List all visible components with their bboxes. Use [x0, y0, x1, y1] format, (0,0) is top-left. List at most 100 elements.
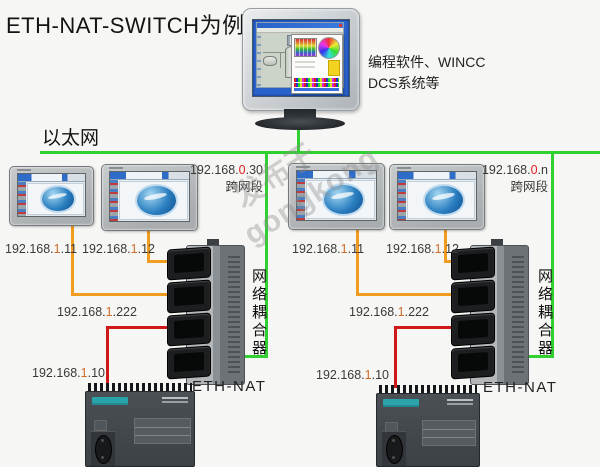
selected-color-swatch: [328, 60, 340, 76]
plc-terminal-comb: [379, 385, 477, 394]
ip-suffix: .11: [347, 242, 365, 256]
ip-suffix: .11: [60, 242, 78, 256]
hmi-globe-graphic: [324, 184, 364, 215]
ethernet-label: 以太网: [42, 128, 100, 149]
hmi-panel-right-2: [389, 164, 485, 230]
left-plc-wire-vertical: [106, 326, 109, 388]
coupler-port-4: [167, 345, 211, 380]
right-plc-ip: 192.168.1.10: [316, 368, 389, 382]
right-hmi2-wire-vertical: [444, 228, 447, 263]
engineering-pc-monitor: [240, 6, 362, 130]
plc-label-band: [133, 418, 191, 444]
color-strip: [294, 78, 339, 82]
hmi-toolbar: [398, 172, 476, 180]
scada-tool-palette: [257, 33, 261, 87]
plc-dsub-panel: [382, 431, 406, 466]
close-icon: [339, 24, 342, 27]
left-cross-ip: 192.168.0.30: [185, 162, 263, 179]
hmi-bezel-marking: [296, 166, 310, 168]
right-coupler-label: 网络耦合器: [536, 268, 553, 358]
ip-prefix: 192.168.: [82, 242, 131, 256]
right-plc-wire-horizontal: [394, 326, 466, 329]
hmi-toolbar: [297, 171, 376, 179]
plc-body: [85, 391, 195, 467]
color-strip: [294, 83, 339, 87]
hmi-display-area: [119, 181, 188, 220]
left-plc: [85, 383, 195, 467]
ip-octet-highlight: 1: [397, 305, 405, 319]
hmi-globe-graphic: [137, 185, 177, 216]
right-cross-ip: 192.168.0.n: [470, 162, 548, 179]
ip-octet-highlight: 1: [80, 366, 88, 380]
ip-suffix: .222: [404, 305, 429, 319]
left-hmi2-ip: 192.168.1.12: [82, 242, 155, 256]
right-hmi2-ip: 192.168.1.12: [386, 242, 459, 256]
ip-prefix: 192.168.: [316, 368, 365, 382]
hmi-display-area: [27, 183, 84, 215]
color-wheel: [318, 37, 340, 59]
ip-prefix: 192.168.: [5, 242, 54, 256]
ethernet-bus-line: [40, 151, 600, 154]
right-eth-nat-coupler: [451, 239, 531, 389]
ip-prefix: 192.168.: [32, 366, 81, 380]
coupler-port-3: [167, 312, 211, 347]
color-picker-dialog: [291, 34, 343, 94]
hmi-globe-graphic: [42, 187, 75, 211]
ip-prefix: 192.168.: [292, 242, 341, 256]
coupler-top-tab: [207, 239, 219, 246]
right-plc: [376, 385, 480, 467]
ip-suffix: .10: [371, 368, 390, 382]
plc-port-cover: [94, 420, 107, 431]
right-cross-segment-label: 192.168.0.n 跨网段: [470, 162, 548, 196]
right-hmi1-wire-horizontal: [356, 293, 464, 296]
hmi-sidebar: [18, 182, 26, 216]
ip-suffix: .10: [87, 366, 106, 380]
left-hmi1-wire-horizontal: [71, 293, 179, 296]
hmi-sidebar: [297, 179, 305, 220]
coupler-port-1: [167, 246, 211, 281]
hmi-bezel-marking: [397, 167, 411, 169]
hmi-sidebar: [398, 180, 406, 220]
dialog-button-row: [294, 88, 339, 91]
page-title: ETH-NAT-SWITCH为例: [6, 13, 245, 38]
ip-octet-highlight: 0: [238, 163, 246, 177]
coupler-port-4: [451, 345, 495, 380]
ip-octet-highlight: 1: [53, 242, 61, 256]
left-hmi1-ip: 192.168.1.11: [5, 242, 77, 256]
hmi-sidebar: [110, 180, 118, 221]
scada-toolbar: [257, 28, 343, 33]
monitor-caption-line1: 编程软件、WINCC: [368, 54, 486, 70]
hmi-toolbar: [18, 174, 85, 182]
ip-octet-highlight: 1: [105, 305, 113, 319]
hmi-screen: [17, 173, 86, 217]
hmi-display-area: [407, 181, 475, 219]
monitor-screen: [252, 19, 350, 97]
ip-suffix: .n: [537, 163, 548, 177]
dialog-divider: [295, 61, 315, 63]
hmi-globe-graphic: [425, 185, 464, 215]
coupler-top-tab: [491, 239, 503, 246]
siemens-logo: [92, 397, 128, 405]
hmi-screen: [296, 170, 377, 221]
hmi-screen: [397, 171, 477, 221]
ip-octet-highlight: 0: [530, 163, 538, 177]
plc-dsub-panel: [91, 431, 115, 466]
left-eth-nat-label: ETH-NAT: [192, 378, 267, 395]
hmi-bezel-marking: [109, 167, 123, 169]
right-coupler-uplink-vertical: [551, 151, 554, 358]
ip-suffix: .12: [137, 242, 156, 256]
right-plc-wire-vertical: [394, 326, 397, 388]
plc-model-marking: [162, 397, 188, 399]
ip-prefix: 192.168.: [481, 163, 531, 177]
ip-octet-highlight: 1: [434, 242, 442, 256]
ip-prefix: 192.168.: [386, 242, 435, 256]
left-plc-wire-horizontal: [106, 326, 181, 329]
coupler-port-3: [451, 312, 495, 347]
ip-suffix: .12: [441, 242, 460, 256]
left-cross-text: 跨网段: [225, 180, 263, 194]
hmi-toolbar: [110, 172, 189, 180]
dialog-divider: [295, 66, 315, 68]
right-hmi1-wire-vertical: [356, 228, 359, 296]
hmi-screen: [109, 171, 190, 222]
plc-terminal-comb: [88, 383, 192, 392]
